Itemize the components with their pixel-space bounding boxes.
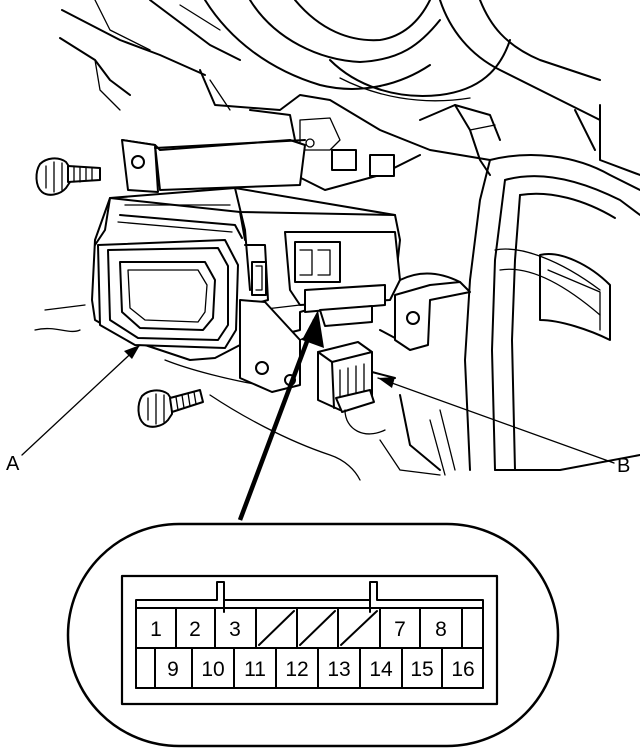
pin-10-label: 10 bbox=[201, 658, 224, 681]
pin-16-label: 16 bbox=[451, 658, 474, 681]
pin-3-label: 3 bbox=[229, 618, 241, 641]
vehicle-structure bbox=[34, 0, 640, 481]
mounting-bolt-upper bbox=[35, 157, 101, 196]
pin-14-label: 14 bbox=[369, 658, 393, 681]
pin-8-label: 8 bbox=[435, 618, 447, 641]
mounting-bracket-right bbox=[379, 272, 471, 351]
blank-cavity-slash bbox=[299, 610, 336, 646]
connector-b-body bbox=[317, 341, 396, 435]
pin-13-label: 13 bbox=[327, 658, 350, 681]
leader-line-a bbox=[21, 344, 141, 456]
connector-detail-inset bbox=[66, 522, 560, 748]
mounting-bolt-lower bbox=[137, 389, 204, 428]
blank-cavity-slash bbox=[340, 610, 378, 646]
pin-15-label: 15 bbox=[410, 658, 433, 681]
blank-cavity-slash bbox=[258, 610, 295, 646]
callout-a-label: A bbox=[6, 453, 20, 475]
leader-line-b bbox=[377, 377, 615, 464]
connector-face: 1 2 3 7 8 9 10 11 12 13 14 15 16 bbox=[120, 574, 499, 706]
callout-b-label: B bbox=[617, 455, 630, 477]
mounting-bracket-upper bbox=[121, 139, 306, 193]
pin-2-label: 2 bbox=[189, 618, 201, 641]
pin-11-label: 11 bbox=[244, 658, 266, 681]
detail-pointer-arrow bbox=[237, 310, 324, 521]
pin-9-label: 9 bbox=[167, 658, 179, 681]
pin-12-label: 12 bbox=[285, 658, 308, 681]
pin-7-label: 7 bbox=[394, 618, 406, 641]
pin-1-label: 1 bbox=[150, 618, 162, 641]
srs-unit-body bbox=[91, 187, 401, 361]
